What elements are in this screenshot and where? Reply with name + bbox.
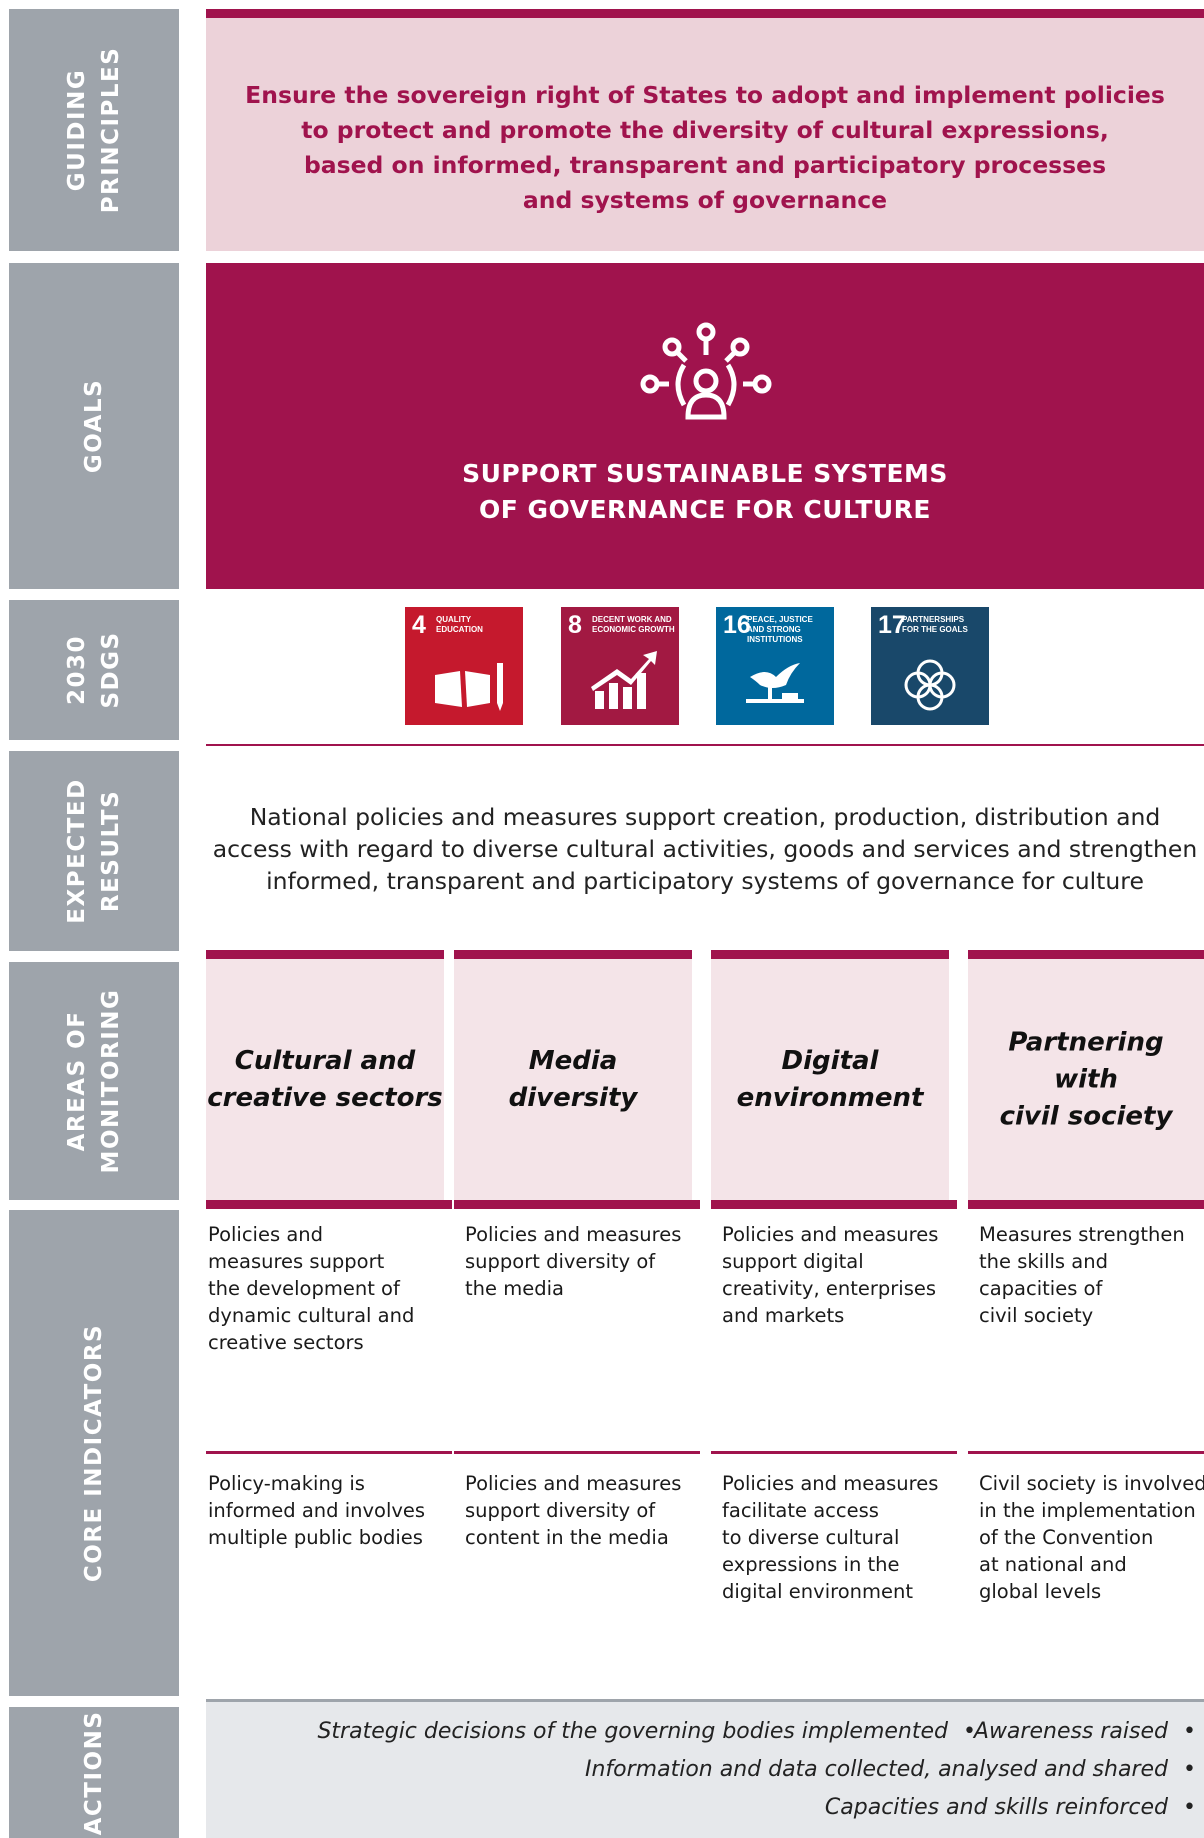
indicator-text: Civil society is involved in the impleme… <box>979 1472 1204 1603</box>
interlocking-rings-icon <box>904 659 956 711</box>
goals-box: SUPPORT SUSTAINABLE SYSTEMS OF GOVERNANC… <box>206 263 1204 589</box>
sdg-8-number: 8 <box>568 611 582 639</box>
growth-chart-icon <box>591 651 657 709</box>
area-title: Digital environment <box>736 1045 924 1113</box>
area-title: Partnering with civil society <box>999 1027 1173 1131</box>
action-text: Information and data collected, analysed… <box>585 1757 1168 1782</box>
label-actions-text: Actions <box>81 1710 107 1835</box>
sdg-16-title: PEACE, JUSTICE AND STRONG INSTITUTIONS <box>747 615 813 644</box>
sdg-4-tile: 4 QUALITY EDUCATION <box>405 607 523 725</box>
label-goals: Goals <box>9 263 179 589</box>
area-cultural-creative: Cultural and creative sectors <box>206 950 444 1200</box>
guiding-principles-box: Ensure the sovereign right of States to … <box>206 9 1204 251</box>
area-divider <box>454 1200 700 1209</box>
expected-results-text: National policies and measures support c… <box>212 803 1198 895</box>
label-areas-of-monitoring-text: Areas of monitoring <box>64 988 124 1174</box>
indicator-divider <box>968 1451 1204 1454</box>
area-media-diversity: Media diversity <box>454 950 692 1200</box>
action-text: Strategic decisions of the governing bod… <box>317 1719 948 1744</box>
indicator-text: Measures strengthen the skills and capac… <box>979 1223 1185 1327</box>
book-pencil-icon <box>435 663 503 711</box>
area-civil-society: Partnering with civil society <box>968 950 1204 1200</box>
area-title: Media diversity <box>508 1045 638 1113</box>
sdg-17-tile: 17 PARTNERSHIPS FOR THE GOALS <box>871 607 989 725</box>
label-actions: Actions <box>9 1707 179 1838</box>
action-text: Awareness raised <box>973 1719 1168 1744</box>
sdg-16-tile: 16 PEACE, JUSTICE AND STRONG INSTITUTION… <box>716 607 834 725</box>
indicator-text: Policy-making is informed and involves m… <box>208 1472 426 1549</box>
area-divider <box>968 1200 1204 1209</box>
action-text: Capacities and skills reinforced <box>824 1795 1168 1820</box>
sdg-4-title: QUALITY EDUCATION <box>436 615 483 634</box>
label-sdgs: 2030 SDGs <box>9 600 179 740</box>
area-digital-environment: Digital environment <box>711 950 949 1200</box>
label-guiding-principles: Guiding principles <box>9 9 179 251</box>
indicator-divider <box>454 1451 700 1454</box>
area-title: Cultural and creative sectors <box>207 1045 443 1113</box>
dove-gavel-icon <box>746 663 804 703</box>
label-sdgs-text: 2030 SDGs <box>64 631 124 709</box>
indicator-text: Policies and measures support the develo… <box>208 1223 415 1354</box>
action-bullet: • <box>1183 1795 1196 1820</box>
sdg-4-number: 4 <box>412 611 426 639</box>
sdg-8-title: DECENT WORK AND ECONOMIC GROWTH <box>592 615 675 634</box>
label-core-indicators-text: Core indicators <box>81 1323 107 1583</box>
sdg-divider <box>206 744 1204 746</box>
label-goals-text: Goals <box>81 378 107 474</box>
sdg-17-number: 17 <box>878 611 906 639</box>
action-bullet: • <box>1183 1757 1196 1782</box>
goal-title: SUPPORT SUSTAINABLE SYSTEMS OF GOVERNANC… <box>462 459 948 524</box>
label-core-indicators: Core indicators <box>9 1210 179 1696</box>
indicator-divider <box>206 1451 452 1454</box>
indicator-text: Policies and measures support diversity … <box>465 1472 682 1549</box>
area-divider <box>206 1200 452 1209</box>
label-guiding-principles-text: Guiding principles <box>64 46 124 214</box>
area-divider <box>711 1200 957 1209</box>
indicator-text: Policies and measures support digital cr… <box>722 1223 939 1327</box>
actions-box: Awareness raised • Strategic decisions o… <box>206 1699 1204 1838</box>
indicator-divider <box>711 1451 957 1454</box>
action-bullet: • <box>963 1719 976 1744</box>
guiding-principles-text: Ensure the sovereign right of States to … <box>245 81 1165 214</box>
sdg-8-tile: 8 DECENT WORK AND ECONOMIC GROWTH <box>561 607 679 725</box>
label-areas-of-monitoring: Areas of monitoring <box>9 962 179 1200</box>
label-expected-results-text: Expected results <box>64 778 124 924</box>
indicator-text: Policies and measures facilitate access … <box>722 1472 939 1603</box>
sdg-16-number: 16 <box>723 611 751 639</box>
indicator-text: Policies and measures support diversity … <box>465 1223 682 1300</box>
action-bullet: • <box>1183 1719 1196 1744</box>
label-expected-results: Expected results <box>9 751 179 951</box>
sdg-17-title: PARTNERSHIPS FOR THE GOALS <box>902 615 968 634</box>
people-network-icon <box>640 322 772 420</box>
